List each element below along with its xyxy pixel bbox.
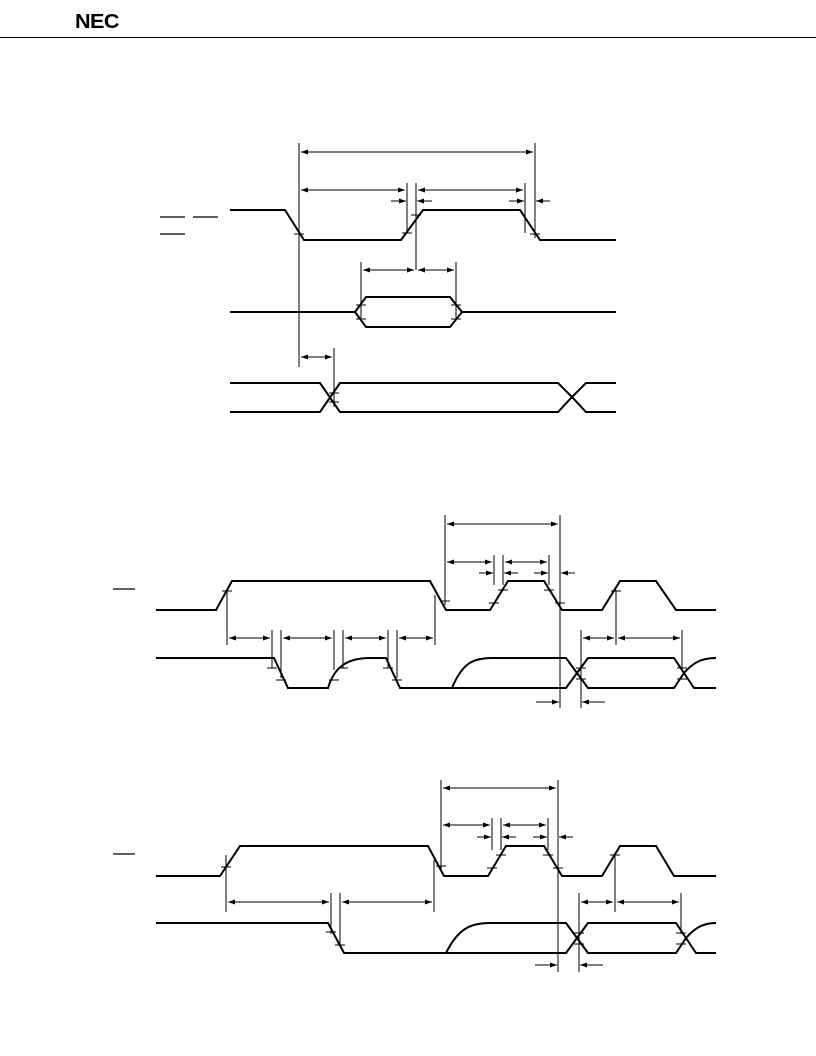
timing-reference-lines-3 [225, 780, 682, 972]
header-rule [0, 37, 816, 38]
timing-diagram-1 [160, 143, 616, 413]
timing-reference-lines-2 [226, 515, 683, 708]
transition-ticks [294, 214, 540, 403]
waveform-signal-a [156, 580, 716, 611]
waveform-signal-c [156, 845, 716, 877]
timing-arrows-2 [229, 521, 680, 705]
timing-arrows [301, 149, 550, 360]
timing-diagram-3 [113, 780, 717, 972]
waveform-signal-1 [230, 209, 616, 241]
transition-ticks-3 [221, 854, 686, 946]
waveform-signal-3 [230, 382, 616, 413]
timing-reference-lines [298, 143, 536, 407]
waveform-signal-2 [230, 296, 616, 328]
waveform-signal-b [156, 657, 717, 689]
transition-ticks-2 [222, 589, 687, 681]
timing-arrows-3 [228, 785, 679, 968]
waveform-signal-d [156, 922, 717, 954]
page-header: NEC [0, 0, 816, 38]
timing-diagram-2 [113, 515, 717, 708]
signal-1-label-overbars [160, 216, 218, 235]
nec-logo: NEC [75, 11, 120, 33]
